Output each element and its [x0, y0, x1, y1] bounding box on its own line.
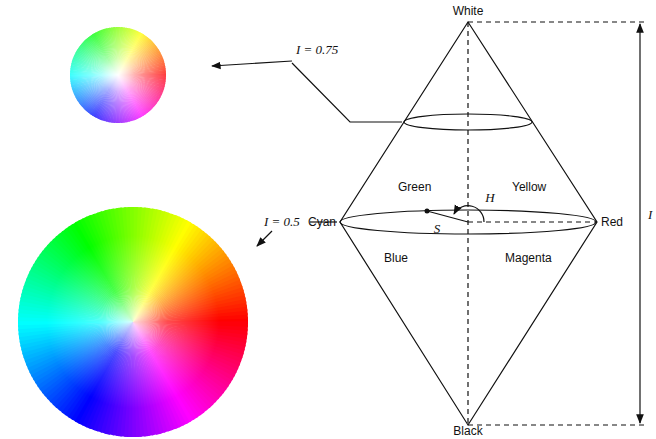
intensity-dimension: [639, 24, 640, 423]
hue-label: Red: [601, 215, 623, 229]
intensity-label: I = 0.75: [296, 43, 338, 57]
saturation-point: [425, 209, 430, 214]
saturation-symbol: S: [434, 222, 441, 236]
apex-label: Black: [453, 424, 482, 438]
hue-symbol: H: [485, 191, 494, 205]
saturation-fade: [70, 27, 166, 123]
color-wheels: [18, 27, 248, 437]
intensity-label: I = 0.5: [264, 215, 300, 229]
hue-label: Magenta: [505, 251, 552, 265]
hue-label: Cyan: [308, 215, 336, 229]
leader-arrow: [212, 61, 292, 66]
saturation-vector: [427, 211, 468, 222]
axis-label: I: [648, 208, 652, 222]
saturation-fade: [18, 207, 248, 437]
hue-reference: [468, 221, 597, 222]
leader-line: [292, 63, 402, 122]
hue-label: Green: [398, 180, 431, 194]
hue-label: Blue: [384, 251, 408, 265]
hue-wheel: [18, 207, 248, 437]
cone-outline: [340, 22, 597, 425]
hue-wheel: [70, 27, 166, 123]
intensity-axis: [467, 22, 468, 425]
bottom-guide: [468, 424, 644, 425]
double-cone: [212, 22, 644, 425]
hue-label: Yellow: [512, 180, 546, 194]
top-guide: [468, 21, 644, 22]
hue-angle-arc: [454, 206, 484, 222]
leader-arrow: [257, 231, 272, 246]
apex-label: White: [453, 4, 484, 18]
